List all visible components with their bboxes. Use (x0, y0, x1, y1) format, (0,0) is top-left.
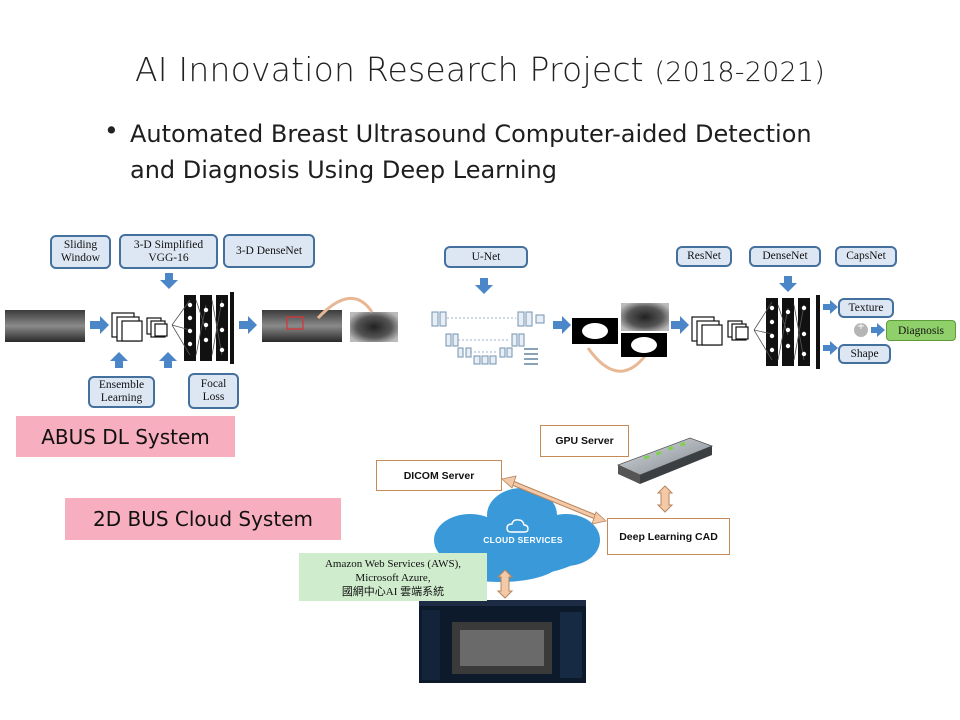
title-years: (2018-2021) (654, 57, 825, 88)
double-arrow-gpu-cad (656, 485, 674, 513)
deep-learning-cad-text: Deep Learning CAD (619, 530, 718, 543)
gpu-server-box: GPU Server (540, 425, 629, 457)
pipeline-arrows (90, 300, 885, 355)
label-resnet: ResNet (676, 246, 732, 267)
unet-text: U-Net (471, 250, 501, 263)
gpu-server-image (616, 437, 714, 484)
label-densenet: DenseNet (749, 246, 821, 267)
densenet3d-text: 3-D DenseNet (235, 244, 303, 257)
double-arrow-dicom-cad (501, 475, 607, 525)
provider-azure: Microsoft Azure, (355, 572, 431, 584)
ultrasound-detection-image (262, 310, 342, 342)
ensemble-line-1: Ensemble (98, 379, 145, 391)
slide-title: AI Innovation Research Project (2018-202… (0, 50, 960, 89)
dicom-server-text: DICOM Server (403, 469, 475, 482)
densenet-text: DenseNet (762, 250, 808, 262)
neural-network-right (753, 295, 820, 369)
label-unet: U-Net (444, 246, 528, 268)
label-diagnosis: Diagnosis (886, 320, 956, 341)
texture-text: Texture (848, 301, 884, 314)
bus-cloud-system-banner: 2D BUS Cloud System (65, 498, 341, 540)
detection-box (286, 316, 304, 330)
sliding-window-line-2: Window (60, 252, 101, 264)
vgg-line-1: 3-D Simplified (133, 238, 204, 251)
deep-learning-cad-box: Deep Learning CAD (607, 518, 730, 555)
unet-legend (524, 348, 538, 365)
mask-blob-2 (631, 337, 657, 353)
bullet-mark: • (104, 116, 119, 145)
subtitle-line-2: and Diagnosis Using Deep Learning (130, 156, 557, 184)
mask-blob-1 (582, 323, 608, 339)
abus-dl-system-banner: ABUS DL System (16, 416, 235, 457)
label-shape: Shape (838, 344, 891, 364)
down-arrows (160, 273, 797, 294)
unet-architecture (431, 311, 545, 365)
double-arrow-aws-screen (496, 569, 514, 599)
provider-aws: Amazon Web Services (AWS), (324, 558, 462, 570)
segmented-region-image (621, 303, 669, 331)
abus-text: ABUS DL System (41, 424, 210, 449)
title-main: AI Innovation Research Project (135, 50, 644, 89)
plus-node (854, 323, 868, 337)
subtitle-line-1: Automated Breast Ultrasound Computer-aid… (130, 120, 812, 148)
curve-arrow-segment (586, 347, 647, 373)
feature-maps-right (691, 316, 749, 346)
roi-crop-image (350, 312, 398, 342)
subtitle: Automated Breast Ultrasound Computer-aid… (130, 116, 910, 188)
shape-text: Shape (850, 347, 879, 360)
focal-line-1: Focal (200, 378, 227, 390)
cloud-services-label: CLOUD SERVICES (483, 535, 563, 545)
diagnosis-text: Diagnosis (898, 324, 944, 337)
curve-arrow-detect (316, 296, 374, 320)
label-3d-densenet: 3-D DenseNet (223, 234, 315, 268)
capsnet-text: CapsNet (846, 250, 886, 262)
provider-nchc: 國網中心AI 雲端系統 (341, 586, 445, 598)
neural-network-left (171, 292, 234, 364)
gpu-server-text: GPU Server (555, 435, 614, 447)
cloud-providers-box: Amazon Web Services (AWS), Microsoft Azu… (299, 553, 487, 601)
ultrasound-workstation-screen (419, 600, 586, 683)
bus2d-text: 2D BUS Cloud System (93, 507, 313, 531)
feature-maps-left (111, 312, 168, 342)
sliding-window-line-1: Sliding (63, 239, 98, 251)
label-texture: Texture (838, 298, 894, 318)
cloud-icon (506, 519, 529, 533)
resnet-text: ResNet (687, 250, 721, 262)
label-capsnet: CapsNet (835, 246, 897, 267)
dicom-server-box: DICOM Server (376, 460, 502, 491)
ensemble-line-2: Learning (100, 392, 143, 404)
ultrasound-input-image (5, 310, 85, 342)
focal-line-2: Loss (202, 391, 225, 403)
plus-symbol: + (856, 321, 866, 332)
vgg-line-2: VGG-16 (148, 251, 189, 264)
up-arrows (110, 352, 177, 368)
